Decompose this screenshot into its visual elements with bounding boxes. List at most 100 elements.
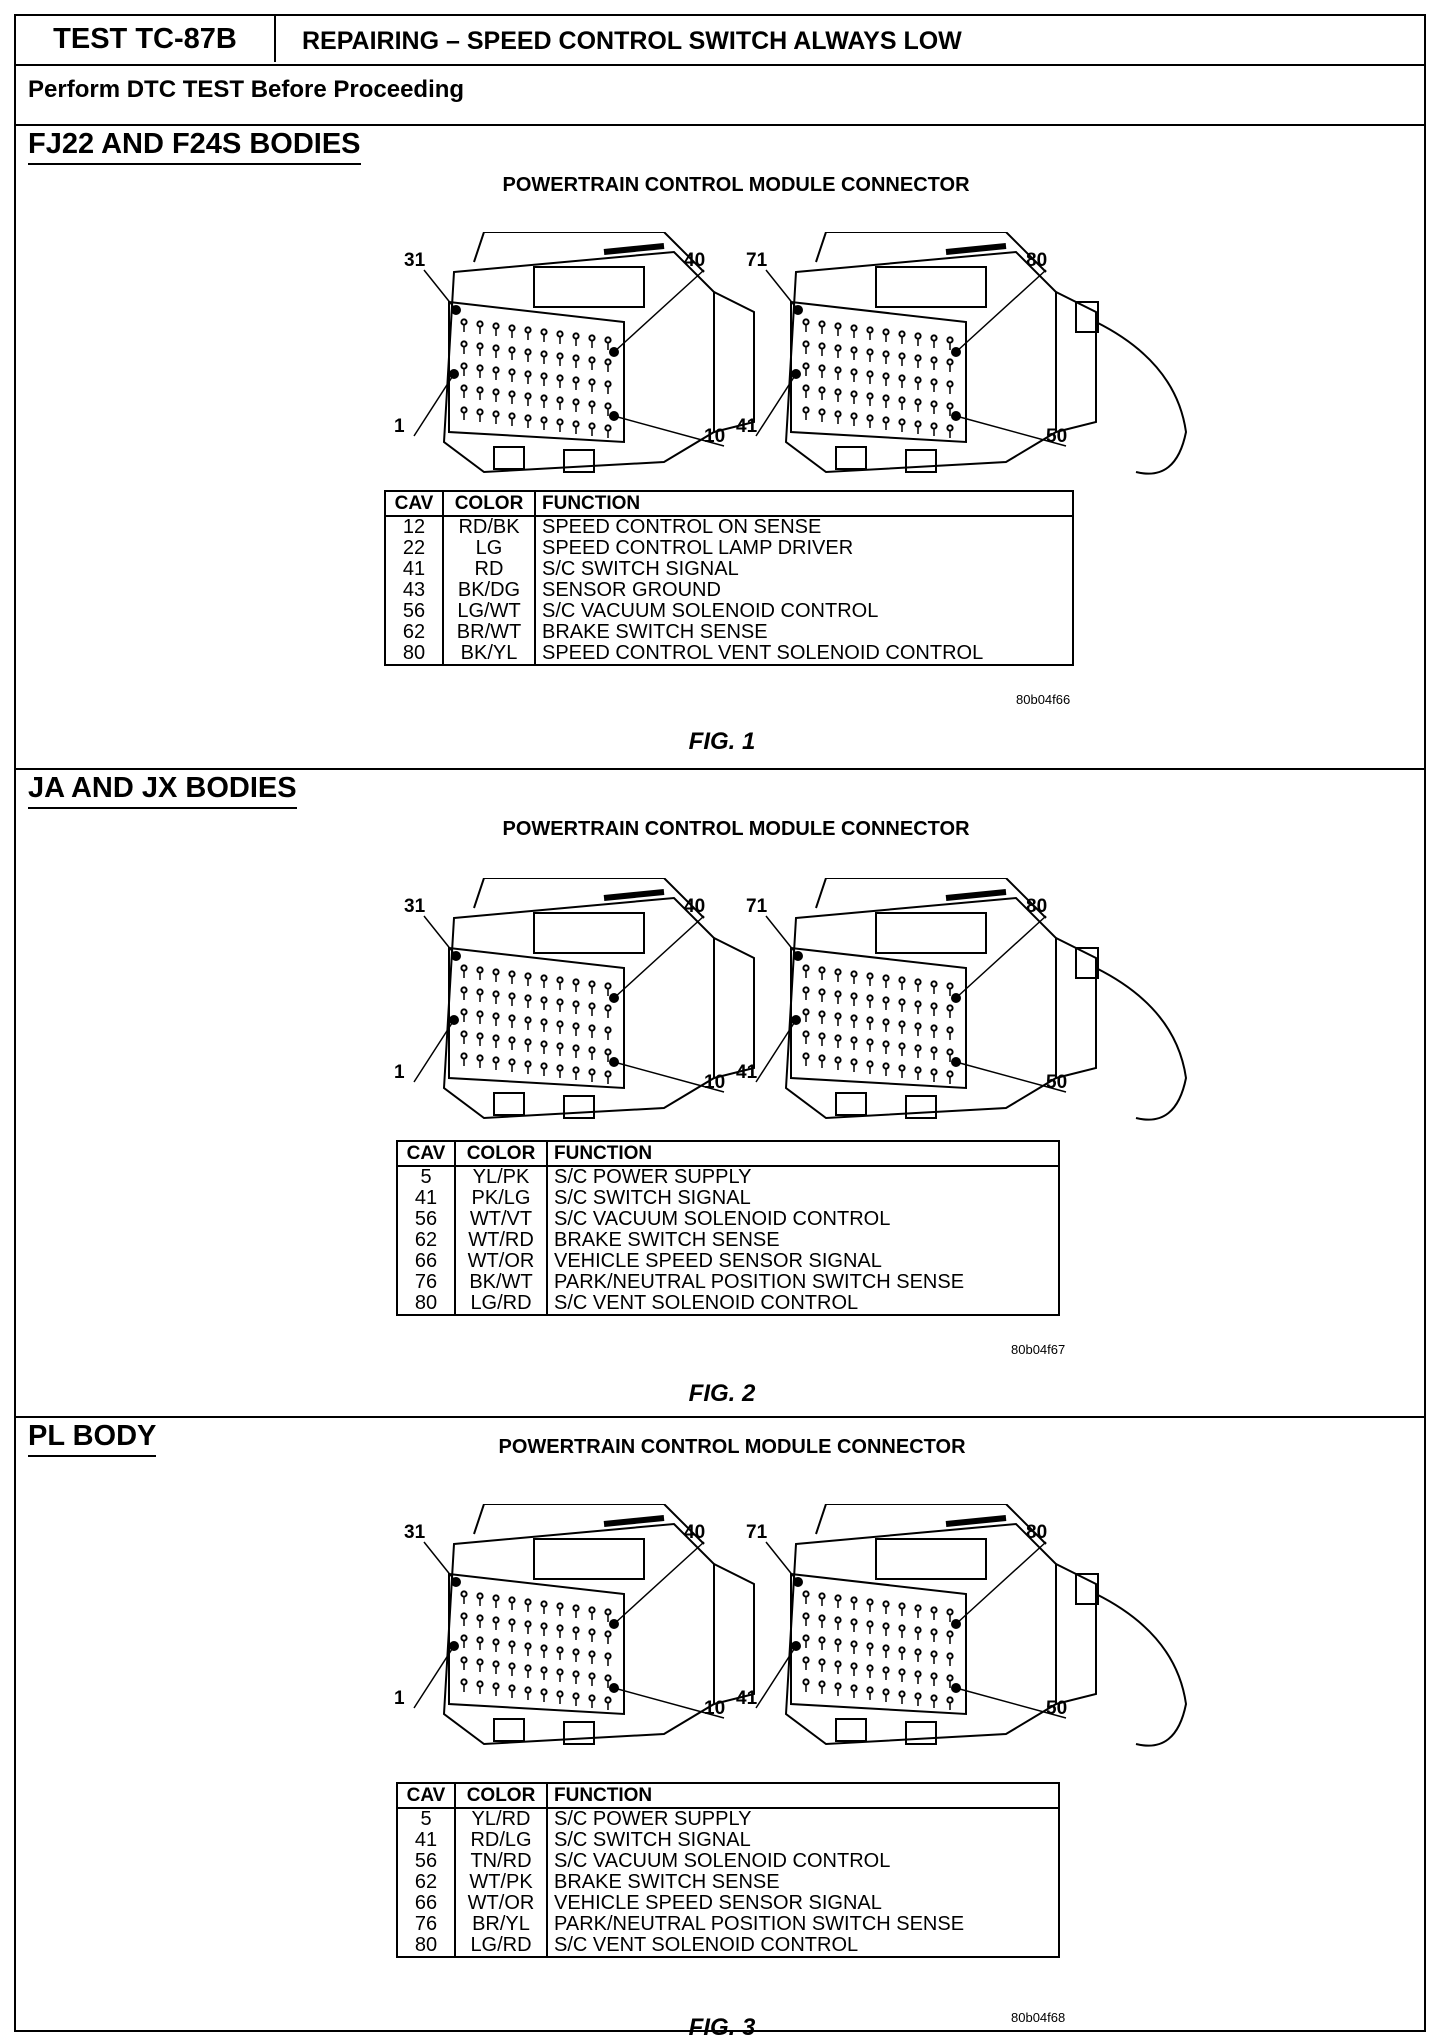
column-header-color: COLOR (442, 490, 536, 517)
pin (802, 384, 810, 392)
pin (898, 1064, 906, 1072)
callout-line (613, 1541, 705, 1625)
function-cell: S/C VACUUM SOLENOID CONTROL (546, 1209, 1060, 1230)
column-header-cav: CAV (396, 1140, 456, 1167)
column-header-cav: CAV (384, 490, 444, 517)
cav-cell: 43 (384, 580, 444, 601)
pin (588, 1672, 596, 1680)
clip (1075, 1573, 1099, 1605)
pin (914, 1022, 922, 1030)
pin (524, 1016, 532, 1024)
pin (866, 370, 874, 378)
pin (818, 1010, 826, 1018)
function-cell: BRAKE SWITCH SENSE (546, 1230, 1060, 1251)
pin (898, 1624, 906, 1632)
pin (914, 978, 922, 986)
pin-number-label: 10 (704, 1072, 725, 1093)
callout-line (423, 915, 457, 957)
pin (882, 1644, 890, 1652)
pin (866, 414, 874, 422)
pin (508, 1058, 516, 1066)
pin (572, 332, 580, 340)
pin (508, 970, 516, 978)
tab (563, 1095, 595, 1119)
pin (882, 1600, 890, 1608)
pin (460, 1612, 468, 1620)
document-page: TEST TC-87B REPAIRING – SPEED CONTROL SW… (14, 14, 1426, 2041)
pin (898, 1602, 906, 1610)
pin (524, 994, 532, 1002)
pin-face (790, 300, 967, 444)
pin (476, 342, 484, 350)
pin (866, 1598, 874, 1606)
pin (460, 1634, 468, 1642)
pin (492, 1682, 500, 1690)
pin (524, 1598, 532, 1606)
pin-number-label: 40 (684, 1522, 705, 1543)
pin (930, 1024, 938, 1032)
pin (556, 1646, 564, 1654)
function-cell: SPEED CONTROL ON SENSE (534, 516, 1074, 538)
callout-dot (951, 993, 961, 1003)
pin (930, 334, 938, 342)
pin (850, 346, 858, 354)
callout-line (613, 415, 725, 447)
connector-body (784, 1522, 1057, 1746)
pin (572, 1626, 580, 1634)
function-cell: S/C SWITCH SIGNAL (546, 1830, 1060, 1851)
pin (930, 1606, 938, 1614)
pin (818, 1658, 826, 1666)
pin (540, 372, 548, 380)
pin (802, 406, 810, 414)
pin (818, 1636, 826, 1644)
figure-caption: FIG. 1 (688, 728, 756, 755)
pin (802, 1030, 810, 1038)
pin (524, 972, 532, 980)
pin (818, 1054, 826, 1062)
function-cell: S/C VACUUM SOLENOID CONTROL (534, 601, 1074, 622)
pin (540, 1666, 548, 1674)
test-id: TEST TC-87B (16, 16, 276, 62)
image-code: 80b04f68 (1011, 2010, 1066, 2025)
pin (850, 970, 858, 978)
column-header-function: FUNCTION (546, 1140, 1060, 1167)
pin (818, 320, 826, 328)
pin (882, 1666, 890, 1674)
pin (588, 422, 596, 430)
latch (533, 1538, 645, 1580)
pin (914, 1626, 922, 1634)
pin (508, 1684, 516, 1692)
pin (588, 1650, 596, 1658)
connector-body (442, 896, 715, 1120)
section-title: JA AND JX BODIES (28, 772, 297, 809)
callout-line (955, 1061, 1067, 1093)
tab (835, 1718, 867, 1742)
pin (930, 400, 938, 408)
cav-cell: 56 (396, 1209, 456, 1230)
pin (866, 1664, 874, 1672)
pin (476, 320, 484, 328)
callout-dot (791, 1641, 801, 1651)
pin-face (448, 946, 625, 1090)
column-header-color: COLOR (454, 1782, 548, 1809)
pin (476, 408, 484, 416)
pin (818, 1614, 826, 1622)
pin (540, 394, 548, 402)
pin (556, 1602, 564, 1610)
pin (914, 1000, 922, 1008)
callout-dot (793, 951, 803, 961)
cav-cell: 80 (384, 643, 444, 665)
pin-number-label: 41 (736, 1062, 758, 1083)
pin (898, 374, 906, 382)
pin (508, 368, 516, 376)
pin (508, 1596, 516, 1604)
